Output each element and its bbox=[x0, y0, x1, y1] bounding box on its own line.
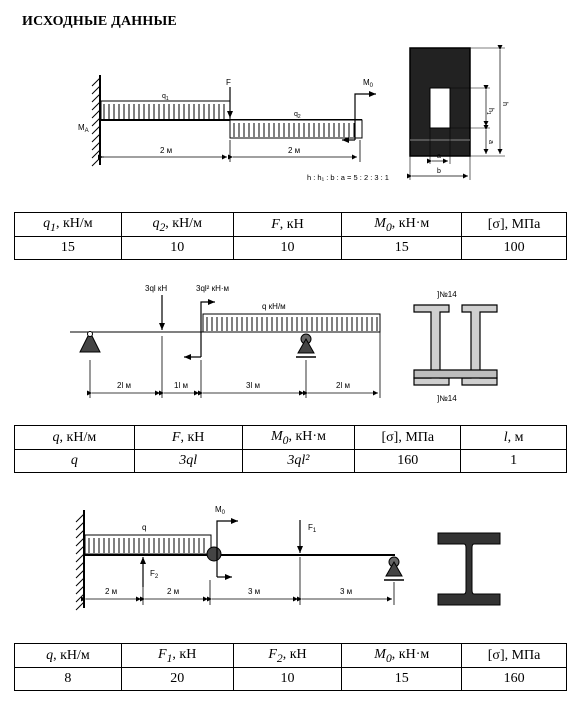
table-1-header-cell: q1, кН/м bbox=[14, 212, 122, 237]
table-3-value-cell: 15 bbox=[341, 667, 463, 691]
moment-3ql2-arrow bbox=[200, 299, 215, 357]
table-3-header-cell: F2, кН bbox=[232, 643, 343, 668]
load-3ql2-label: 3ql² кН·м bbox=[196, 284, 229, 293]
figure-2-beam: q кН/м 3ql кН 3ql² кН·м 2l м bbox=[70, 284, 381, 398]
table-1-value-cell: 15 bbox=[341, 236, 463, 260]
table-1-header-cell: F, кН bbox=[232, 212, 343, 237]
dim3-label-1: 2 м bbox=[105, 587, 117, 596]
force-F-label: F bbox=[226, 78, 231, 87]
table-2-value-cell: 160 bbox=[354, 449, 462, 473]
dim2-label-4: 2l м bbox=[336, 381, 350, 390]
table-2-value-cell: 3ql² bbox=[241, 449, 356, 473]
dim3-label-3: 3 м bbox=[248, 587, 260, 596]
figure-1-cantilever: F M0 q1 q2 MA 2 м 2 м h : h₁ : b : a = 5… bbox=[78, 75, 389, 182]
table-3-value-cell: 8 bbox=[14, 667, 122, 691]
section-h-label: h bbox=[501, 102, 508, 106]
table-3-value-row: 8 20 10 15 160 bbox=[14, 667, 567, 691]
channel-left bbox=[413, 304, 450, 386]
section-b-label: b bbox=[437, 168, 441, 175]
table-3-header-cell: M0, кН·м bbox=[341, 643, 463, 668]
section-a-side-label: a bbox=[487, 140, 494, 144]
table-1-value-cell: 10 bbox=[120, 236, 234, 260]
ratio-label: h : h₁ : b : a = 5 : 2 : 3 : 1 bbox=[307, 173, 389, 182]
q1-load-block bbox=[100, 100, 231, 121]
data-table-1: q1, кН/м q2, кН/м F, кН M0, кН·м [σ], МП… bbox=[14, 212, 567, 260]
table-1-value-cell: 10 bbox=[232, 236, 343, 260]
table-1-header-cell: M0, кН·м bbox=[341, 212, 463, 237]
moment-M0-arrow bbox=[354, 91, 376, 140]
data-table-3: q, кН/м F1, кН F2, кН M0, кН·м [σ], МПа … bbox=[14, 643, 567, 691]
moment-M0-arrow-3 bbox=[216, 518, 238, 577]
dim3-label-4: 3 м bbox=[340, 587, 352, 596]
M0-label: M0 bbox=[363, 78, 374, 89]
q2-load-block bbox=[229, 119, 363, 139]
dim2-label-3: 3l м bbox=[246, 381, 260, 390]
channel-right bbox=[461, 304, 498, 386]
table-2-header-cell: [σ], МПа bbox=[354, 425, 462, 450]
dim2-label-2: 1l м bbox=[174, 381, 188, 390]
table-3-header-row: q, кН/м F1, кН F2, кН M0, кН·м [σ], МПа bbox=[14, 643, 567, 668]
table-1-header-row: q1, кН/м q2, кН/м F, кН M0, кН·м [σ], МП… bbox=[14, 212, 567, 237]
table-3-header-cell: q, кН/м bbox=[14, 643, 122, 668]
table-1-header-cell: q2, кН/м bbox=[120, 212, 234, 237]
MA-label: MA bbox=[78, 123, 89, 134]
pinned-support-left bbox=[79, 330, 101, 353]
dim-label-2: 2 м bbox=[288, 146, 300, 155]
M0-label-3: M0 bbox=[215, 505, 226, 516]
table-1-value-row: 15 10 10 15 100 bbox=[14, 236, 567, 260]
page-title: ИСХОДНЫЕ ДАННЫЕ bbox=[22, 14, 177, 29]
roller-support-3 bbox=[384, 556, 404, 581]
section-h1-label: h1 bbox=[485, 108, 494, 115]
table-3-value-cell: 20 bbox=[120, 667, 234, 691]
section-2-double-channel: ]№14 ]№14 bbox=[413, 290, 498, 403]
q-label-3: q bbox=[142, 523, 146, 532]
q-label-2: q кН/м bbox=[262, 302, 286, 311]
roller-support-right bbox=[296, 333, 316, 358]
q1-label: q1 bbox=[162, 93, 169, 102]
profile-top-label: ]№14 bbox=[437, 290, 457, 299]
table-1-header-cell: [σ], МПа bbox=[461, 212, 567, 237]
table-1-value-cell: 100 bbox=[461, 236, 567, 260]
profile-bottom-label: ]№14 bbox=[437, 394, 457, 403]
section-1-rect-with-hole: h h1 a a b bbox=[407, 45, 508, 180]
figure-3-beam: q M0 F1 F2 2 м 2 м 3 м bbox=[75, 505, 404, 611]
wall-hatch bbox=[91, 77, 101, 167]
table-3-value-cell: 160 bbox=[461, 667, 567, 691]
table-2-header-cell: l, м bbox=[460, 425, 567, 450]
load-3ql-label: 3ql кН bbox=[145, 284, 167, 293]
table-3-header-cell: F1, кН bbox=[120, 643, 234, 668]
F2-label: F2 bbox=[150, 569, 159, 580]
table-2-header-cell: F, кН bbox=[133, 425, 243, 450]
hinge bbox=[206, 546, 222, 562]
table-2-header-row: q, кН/м F, кН M0, кН·м [σ], МПа l, м bbox=[14, 425, 567, 450]
table-1-value-cell: 15 bbox=[14, 236, 122, 260]
table-3-value-cell: 10 bbox=[232, 667, 343, 691]
table-2-header-cell: M0, кН·м bbox=[241, 425, 356, 450]
section-a-label: a bbox=[437, 153, 441, 160]
q2-label: q2 bbox=[294, 111, 301, 120]
dim2-label-1: 2l м bbox=[117, 381, 131, 390]
table-2-header-cell: q, кН/м bbox=[14, 425, 135, 450]
table-2-value-row: q 3ql 3ql² 160 1 bbox=[14, 449, 567, 473]
table-3-header-cell: [σ], МПа bbox=[461, 643, 567, 668]
F1-label: F1 bbox=[308, 523, 317, 534]
table-2-value-cell: 3ql bbox=[133, 449, 243, 473]
section-3-i-beam bbox=[437, 532, 501, 606]
data-table-2: q, кН/м F, кН M0, кН·м [σ], МПа l, м q 3… bbox=[14, 425, 567, 473]
section-1-hole bbox=[429, 87, 451, 129]
table-2-value-cell: q bbox=[14, 449, 135, 473]
table-2-value-cell: 1 bbox=[460, 449, 567, 473]
dim3-label-2: 2 м bbox=[167, 587, 179, 596]
dim-label-1: 2 м bbox=[160, 146, 172, 155]
i-beam-shape bbox=[437, 532, 501, 606]
